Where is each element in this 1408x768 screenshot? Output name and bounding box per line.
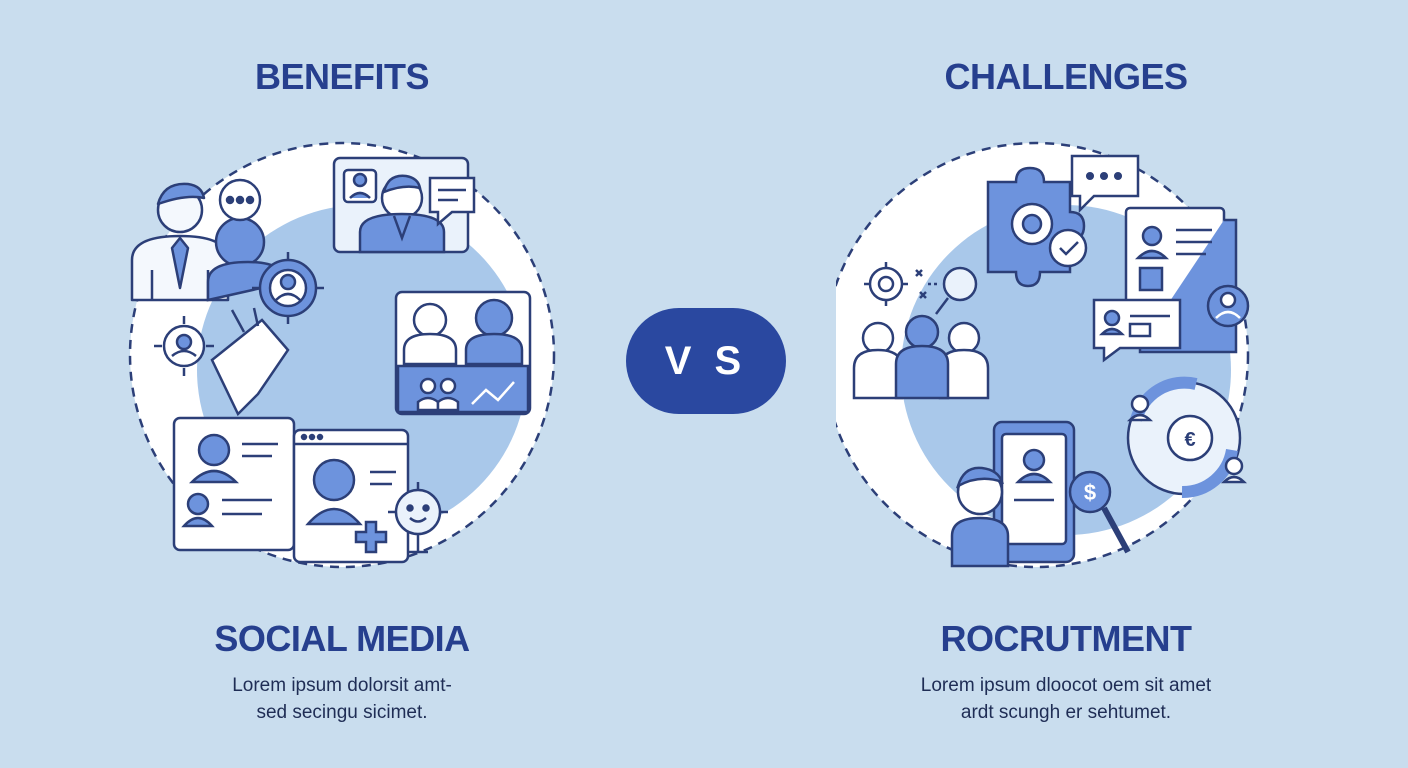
settings-gear-icon xyxy=(154,316,214,376)
medical-plus-icon xyxy=(354,520,388,554)
challenges-heading: CHALLENGES xyxy=(944,56,1188,97)
team-icon xyxy=(852,314,990,400)
chat-bubble-icon xyxy=(218,178,262,222)
person-icon xyxy=(130,182,230,302)
description-line: ardt scungh er sehtumet. xyxy=(960,702,1172,723)
puzzle-gear-icon xyxy=(986,166,1086,288)
svg-text:€: € xyxy=(1184,429,1195,451)
smiley-bot-icon xyxy=(388,482,448,554)
recruitment-title: ROCRUTMENT xyxy=(940,618,1192,659)
message-bubble-icon xyxy=(428,176,476,227)
recruitment-illustration: $ € xyxy=(836,141,1250,569)
avatar-icon xyxy=(1206,284,1250,328)
benefits-panel: BENEFITS xyxy=(62,0,622,768)
social-media-title: SOCIAL MEDIA xyxy=(214,618,470,659)
video-conference-icon xyxy=(394,290,532,416)
raised-hand-icon xyxy=(210,307,290,417)
browser-window-icon xyxy=(292,428,410,564)
chat-bubble-icon xyxy=(1070,154,1140,214)
social-media-description: Lorem ipsum dolorsit amt- sed secingu si… xyxy=(62,672,622,726)
dollar-magnifier-icon: $ xyxy=(1068,470,1131,554)
description-line: Lorem ipsum dloocot oem sit amet xyxy=(920,675,1212,696)
description-line: Lorem ipsum dolorsit amt- xyxy=(232,675,452,696)
cycle-icon: € xyxy=(1126,376,1248,499)
dashed-ring xyxy=(128,141,556,569)
gear-icon xyxy=(252,252,324,324)
checkmark-icon xyxy=(1048,228,1088,268)
benefits-heading: BENEFITS xyxy=(254,56,430,97)
social-media-illustration xyxy=(128,141,556,569)
vs-badge: V S xyxy=(626,308,786,414)
description-line: sed secingu sicimet. xyxy=(256,702,428,723)
challenges-panel: CHALLENGES xyxy=(786,0,1346,768)
magnifier-icon xyxy=(915,266,978,315)
candidate-person-icon xyxy=(950,466,1010,568)
dashed-ring xyxy=(836,141,1250,569)
id-card-icon xyxy=(1092,298,1182,363)
svg-text:$: $ xyxy=(1084,480,1096,505)
gear-icon xyxy=(864,262,908,306)
recruitment-description: Lorem ipsum dloocot oem sit amet ardt sc… xyxy=(786,672,1346,726)
profile-card-icon xyxy=(172,416,296,552)
